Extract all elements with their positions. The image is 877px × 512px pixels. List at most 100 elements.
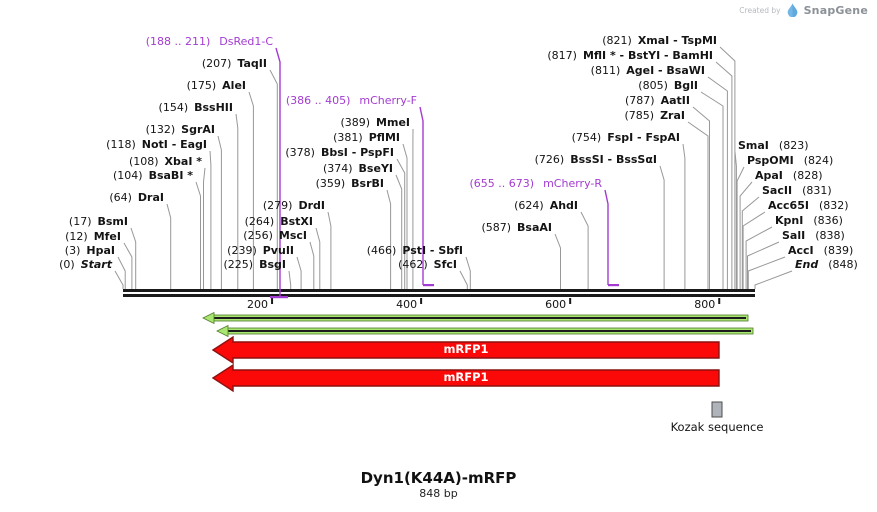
enzyme-site-connector-line [736, 166, 745, 289]
kozak-sequence-marker [711, 401, 723, 418]
enzyme-site-connector-line [248, 91, 254, 289]
enzyme-site-connector-line [195, 181, 201, 289]
enzyme-site-connector-line [719, 46, 736, 289]
enzyme-site-label: (785)ZraI [624, 109, 685, 122]
enzyme-site-connector-line [682, 143, 686, 289]
ruler-tick-mark [718, 298, 721, 304]
enzyme-site-label: SmaI(823) [738, 139, 809, 152]
enzyme-site-connector-line [659, 165, 665, 289]
feature-label: mRFP1 [443, 370, 489, 384]
primer-connector-line [419, 106, 424, 285]
enzyme-site-label: (359)BsrBI [315, 177, 384, 190]
enzyme-site-connector-line [747, 241, 780, 289]
enzyme-site-label: AccI(839) [788, 244, 854, 257]
enzyme-site-connector-line [754, 270, 793, 289]
enzyme-site-connector-line [580, 211, 589, 289]
enzyme-site-connector-line [745, 226, 773, 289]
enzyme-site-label: (0)Start [59, 258, 112, 271]
enzyme-site-label: (726)BssSI - BssSαI [534, 153, 657, 166]
enzyme-site-connector-line [734, 151, 737, 289]
enzyme-site-label: KpnI(836) [775, 214, 843, 227]
enzyme-site-connector-line [707, 76, 728, 289]
snapgene-drop-icon [787, 3, 797, 17]
primer-connector-line [275, 47, 281, 297]
enzyme-site-connector-line [715, 61, 733, 289]
enzyme-site-label: PspOMI(824) [747, 154, 834, 167]
enzyme-site-connector-line [742, 211, 766, 289]
enzyme-site-connector-line [288, 270, 292, 289]
enzyme-site-label: (132)SgrAI [145, 123, 215, 136]
ruler-tick-label: 800 [694, 298, 716, 311]
orf-arrowhead [216, 324, 229, 338]
orf-arrow-core-line [225, 330, 751, 332]
primer-binding-site-mark [423, 284, 434, 287]
enzyme-site-label: (264)BstXI [244, 215, 313, 228]
enzyme-site-connector-line [117, 256, 126, 289]
primer-label: (655 .. 673)mCherry-R [469, 177, 602, 190]
feature-label: mRFP1 [443, 342, 489, 356]
enzyme-site-connector-line [203, 167, 206, 289]
enzyme-site-connector-line [217, 135, 222, 289]
enzyme-site-connector-line [315, 227, 321, 289]
enzyme-site-label: (118)NotI - EagI [106, 138, 207, 151]
snapgene-wordmark: SnapGene [803, 3, 868, 17]
enzyme-site-connector-line [465, 256, 471, 289]
enzyme-site-connector-line [386, 189, 392, 289]
enzyme-site-label: (817)MflI * - BstYI - BamHI [547, 49, 713, 62]
enzyme-site-label: (462)SfcI [398, 258, 457, 271]
enzyme-site-label: (225)BsgI [223, 258, 287, 271]
enzyme-site-connector-line [309, 241, 315, 289]
enzyme-site-connector-line [269, 69, 278, 289]
enzyme-site-connector-line [327, 211, 332, 289]
enzyme-site-label: (587)BsaAI [481, 221, 552, 234]
enzyme-site-connector-line [296, 256, 302, 289]
enzyme-site-label: (787)AatII [625, 94, 690, 107]
brand-watermark: Created by SnapGene [739, 3, 868, 17]
ruler-tick-mark [420, 298, 423, 304]
enzyme-site-connector-line [741, 196, 760, 289]
orf-arrow-core-line [211, 317, 746, 319]
ruler-tick-label: 200 [247, 298, 269, 311]
created-by-text: Created by [739, 5, 781, 15]
enzyme-site-label: (624)AhdI [514, 199, 578, 212]
map-title: Dyn1(K44A)-mRFP [360, 469, 517, 487]
enzyme-site-label: (389)MmeI [340, 116, 410, 129]
enzyme-site-label: (811)AgeI - BsaWI [590, 64, 705, 77]
enzyme-site-label: (175)AleI [186, 79, 246, 92]
sequence-ruler-bottom-bar [123, 294, 755, 297]
primer-binding-site-mark [608, 284, 619, 287]
enzyme-site-label: Acc65I(832) [768, 199, 849, 212]
primer-connector-line [604, 189, 609, 285]
enzyme-site-connector-line [235, 113, 239, 289]
ruler-tick-label: 400 [396, 298, 418, 311]
enzyme-site-connector-line [700, 91, 724, 289]
enzyme-site-connector-line [402, 143, 408, 289]
enzyme-site-connector-line [554, 233, 561, 289]
enzyme-site-label: (374)BseYI [322, 162, 393, 175]
enzyme-site-label: (17)BsmI [68, 215, 128, 228]
enzyme-site-connector-line [395, 174, 403, 289]
enzyme-site-label: (207)TaqII [201, 57, 267, 70]
enzyme-site-label: (108)XbaI * [128, 155, 202, 168]
enzyme-site-connector-line [396, 158, 406, 289]
enzyme-site-label: End(848) [795, 258, 858, 271]
enzyme-site-label: (3)HpaI [64, 244, 115, 257]
enzyme-site-label: (821)XmaI - TspMI [602, 34, 717, 47]
enzyme-site-connector-line [114, 270, 124, 289]
ruler-tick-mark [271, 298, 274, 304]
enzyme-site-connector-line [130, 227, 137, 289]
enzyme-site-connector-line [739, 181, 753, 289]
enzyme-site-connector-line [459, 270, 468, 289]
enzyme-site-connector-line [166, 203, 172, 289]
feature-arrow-mrfp1 [211, 335, 720, 365]
enzyme-site-label: SalI(838) [782, 229, 845, 242]
enzyme-site-label: (381)PflMI [333, 131, 400, 144]
enzyme-site-connector-line [123, 242, 133, 289]
enzyme-site-label: (378)BbsI - PspFI [285, 146, 394, 159]
kozak-sequence-label: Kozak sequence [670, 420, 764, 434]
enzyme-site-label: (64)DraI [109, 191, 164, 204]
primer-binding-site-mark [270, 296, 288, 299]
enzyme-site-label: (154)BssHII [158, 101, 233, 114]
